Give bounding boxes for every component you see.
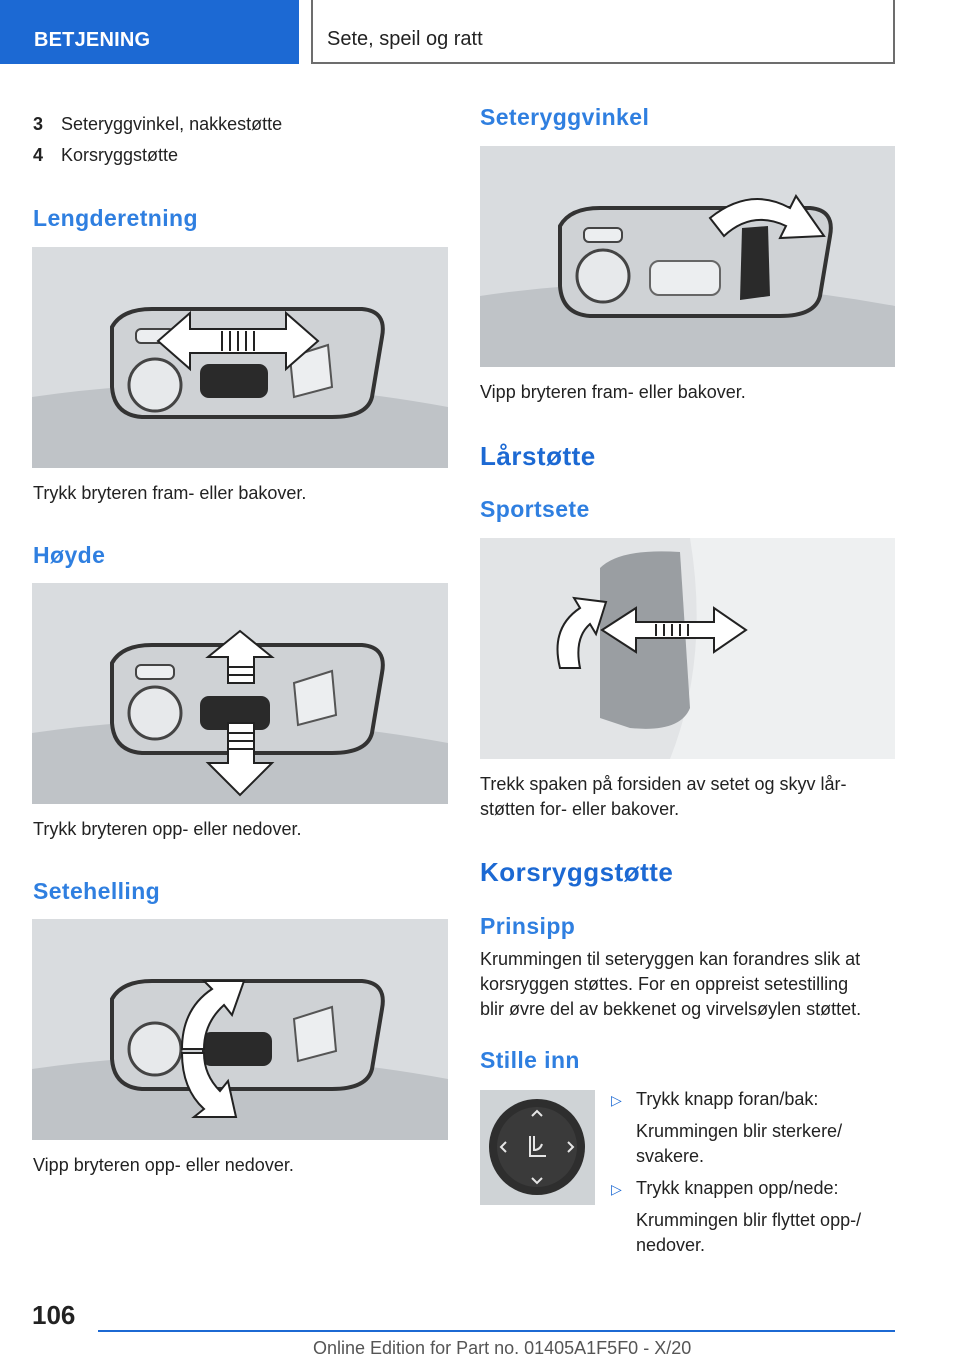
page-number: 106 [32, 1300, 76, 1330]
caption-setehelling: Vipp bryteren opp- eller nedover. [33, 1155, 294, 1175]
heading-setehelling: Setehelling [33, 878, 161, 904]
list-number: 4 [33, 145, 44, 165]
bullet-text: Trykk knapp foran/bak: [636, 1089, 819, 1109]
subheading-prinsipp: Prinsipp [480, 913, 576, 939]
caption-hoyde: Trykk bryteren opp- eller nedover. [33, 819, 302, 839]
lumbar-control-image [480, 1090, 595, 1205]
heading-lengderetning: Lengderetning [33, 205, 198, 231]
bullet-subtext: Krummingen blir flyttet opp-/ [636, 1210, 862, 1230]
body-korsrygg-2: korsryggen støttes. For en oppreist sete… [480, 974, 849, 994]
body-korsrygg-1: Krummingen til seteryggen kan forandres … [480, 949, 861, 969]
seat-switch-height-image [32, 583, 448, 804]
heading-hoyde: Høyde [33, 542, 106, 568]
thigh-support-image [480, 538, 895, 759]
edition-text: Online Edition for Part no. 01405A1F5F0 … [313, 1338, 692, 1358]
bullet-subtext: Krummingen blir sterkere/ [636, 1121, 843, 1141]
caption-larstotte-1: Trekk spaken på forsiden av setet og sky… [480, 774, 847, 794]
seat-switch-tilt-image [32, 919, 448, 1140]
bullet-triangle-icon: ▷ [611, 1181, 622, 1197]
heading-korsryggstotte: Korsryggstøtte [480, 857, 674, 887]
heading-seteryggvinkel: Seteryggvinkel [480, 104, 650, 130]
section-tab: BETJENING [0, 0, 299, 64]
heading-larstotte: Lårstøtte [480, 441, 596, 471]
body-korsrygg-3: blir øvre del av bekkenet og virvelsøyle… [480, 999, 862, 1019]
subheading-sportsete: Sportsete [480, 496, 590, 522]
bullet-subtext: nedover. [636, 1235, 706, 1255]
bullet-triangle-icon: ▷ [611, 1092, 622, 1108]
footer-divider [98, 1330, 895, 1332]
seat-switch-backrest-image [480, 146, 895, 367]
bullet-subtext: svakere. [636, 1146, 705, 1166]
caption-seteryggvinkel: Vipp bryteren fram- eller bakover. [480, 382, 746, 402]
subheading-stille-inn: Stille inn [480, 1047, 580, 1073]
bullet-text: Trykk knappen opp/nede: [636, 1178, 839, 1198]
caption-lengderetning: Trykk bryteren fram- eller bakover. [33, 483, 307, 503]
list-item: Seteryggvinkel, nakkestøtte [61, 114, 283, 134]
section-title: BETJENING [34, 29, 151, 51]
list-item: Korsryggstøtte [61, 145, 179, 165]
caption-larstotte-2: støtten for- eller bakover. [480, 799, 680, 819]
chapter-tab: Sete, speil og ratt [311, 0, 895, 64]
seat-switch-longitudinal-image [32, 247, 448, 468]
chapter-title: Sete, speil og ratt [327, 28, 483, 50]
list-number: 3 [33, 114, 44, 134]
